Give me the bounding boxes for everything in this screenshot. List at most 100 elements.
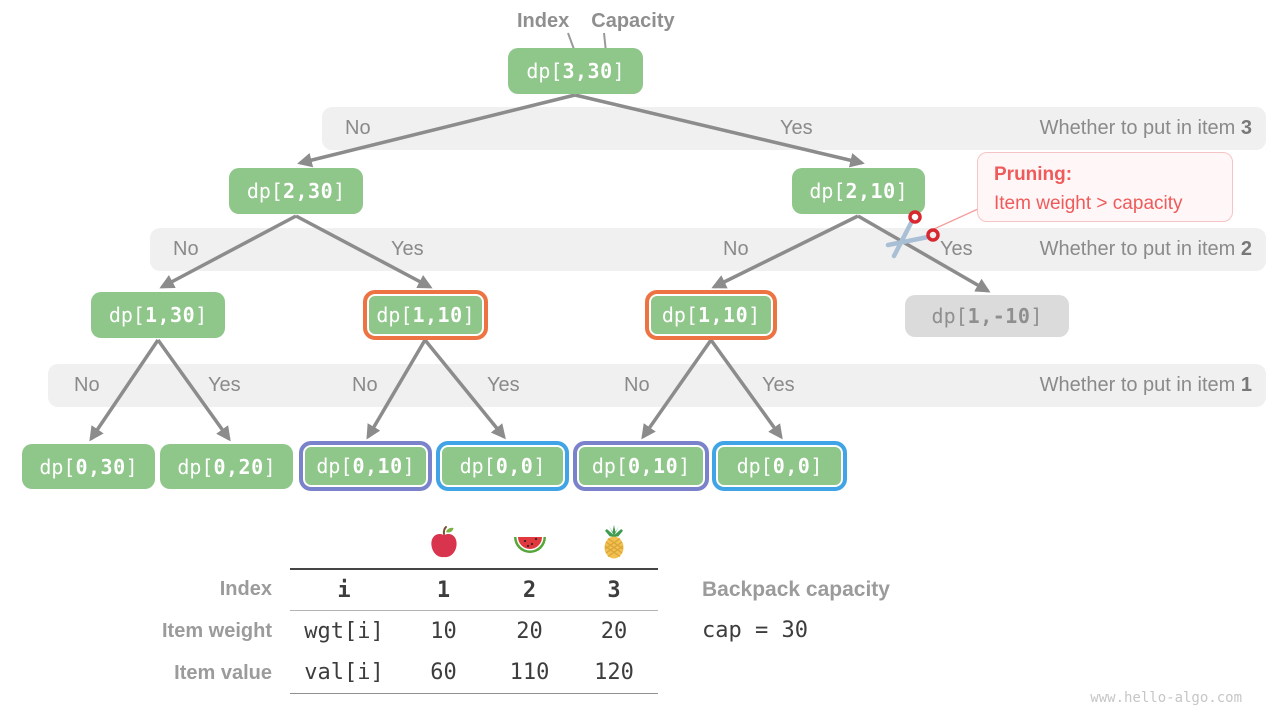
band-question-text: Whether to put in item <box>1039 374 1241 396</box>
node-text: ] <box>195 303 208 327</box>
node-args: 2,10 <box>845 179 896 203</box>
dp-node: dp[2,10] <box>792 168 925 214</box>
node-text: dp[ <box>39 454 76 479</box>
pruning-title: Pruning: <box>994 164 1072 185</box>
node-text: dp[ <box>591 454 628 478</box>
decision-label: Yes <box>391 238 424 260</box>
node-text: ] <box>402 454 415 478</box>
node-args: 2,30 <box>282 179 334 203</box>
dp-node: dp[1,30] <box>91 292 225 338</box>
node-args: 0,10 <box>627 454 679 478</box>
node-text: ] <box>895 179 908 203</box>
pineapple-icon <box>570 515 658 568</box>
node-args: 0,10 <box>352 454 403 478</box>
table-cell: 10 <box>398 610 489 652</box>
dp-node-highlight-purple: dp[0,10] <box>299 441 432 491</box>
backpack-capacity-note: Backpack capacity cap = 30 <box>702 578 890 643</box>
node-args: 0,0 <box>495 454 534 478</box>
node-text: ] <box>263 454 276 479</box>
table-cell: 1 <box>398 568 489 610</box>
table-cell: wgt[i] <box>290 610 398 652</box>
dp-node-highlight-orange: dp[1,10] <box>645 290 777 340</box>
decision-label: No <box>352 374 378 396</box>
band-question: Whether to put in item 1 <box>1040 364 1252 407</box>
dp-node-root: dp[3,30] <box>508 48 643 94</box>
table-cell: 60 <box>398 652 489 694</box>
table-cell: 3 <box>570 568 658 610</box>
node-text: ] <box>748 303 761 327</box>
pruning-detail: Item weight > capacity <box>994 192 1183 214</box>
dp-node: dp[0,30] <box>22 444 155 489</box>
node-text: ] <box>1030 304 1043 328</box>
capacity-title: Backpack capacity <box>702 578 890 601</box>
apple-icon <box>398 515 489 568</box>
node-text: dp[ <box>316 454 353 478</box>
decision-label: Yes <box>940 238 973 260</box>
band-question: Whether to put in item 2 <box>1040 228 1252 271</box>
node-text: dp[ <box>376 303 413 327</box>
items-table: Index i 1 2 3 Item weight wgt[i] 10 20 2… <box>122 515 658 694</box>
node-text: dp[ <box>736 454 773 478</box>
table-cell: 2 <box>489 568 570 610</box>
node-text: ] <box>125 454 138 479</box>
node-text: dp[ <box>177 454 214 479</box>
node-text: ] <box>462 303 475 327</box>
node-text: dp[ <box>931 304 968 328</box>
node-args: 1,10 <box>412 303 463 327</box>
decision-label: No <box>173 238 199 260</box>
dp-node-highlight-orange: dp[1,10] <box>363 290 488 340</box>
node-text: dp[ <box>526 59 563 83</box>
watermark: www.hello-algo.com <box>1090 690 1242 706</box>
table-cell: 120 <box>570 652 658 694</box>
decision-label: Yes <box>487 374 520 396</box>
table-cell: 20 <box>489 610 570 652</box>
pruning-callout: Pruning: Item weight > capacity <box>977 152 1233 222</box>
band-item-number: 2 <box>1240 238 1252 260</box>
node-args: 0,0 <box>772 454 811 478</box>
node-text: ] <box>678 454 691 478</box>
scissors-icon <box>885 210 940 259</box>
node-text: dp[ <box>246 179 283 203</box>
decision-label: No <box>74 374 100 396</box>
dp-node-invalid: dp[1,-10] <box>905 295 1069 337</box>
dp-node-highlight-purple: dp[0,10] <box>573 441 709 491</box>
table-corner <box>122 515 290 568</box>
node-args: 1,-10 <box>967 304 1031 328</box>
dp-node-highlight-blue: dp[0,0] <box>436 441 569 491</box>
band-item-number: 3 <box>1240 117 1252 139</box>
node-args: 0,30 <box>75 454 126 479</box>
decision-band-item-2: No Yes No Yes Whether to put in item 2 <box>150 228 1266 271</box>
node-text: dp[ <box>661 303 698 327</box>
node-text: dp[ <box>108 303 145 327</box>
row-label-index: Index <box>219 577 272 600</box>
node-text: ] <box>612 59 625 83</box>
dp-node: dp[0,20] <box>160 444 293 489</box>
node-args: 1,30 <box>144 303 196 327</box>
index-label: Index <box>517 10 570 32</box>
dp-node-highlight-blue: dp[0,0] <box>712 441 847 491</box>
decision-band-item-1: No Yes No Yes No Yes Whether to put in i… <box>48 364 1266 407</box>
decision-label: Yes <box>762 374 795 396</box>
row-label-item-weight: Item weight <box>161 619 272 642</box>
node-args: 3,30 <box>562 59 613 83</box>
decision-label: No <box>723 238 749 260</box>
node-text: ] <box>533 454 546 478</box>
node-args: 0,20 <box>213 454 264 479</box>
watermelon-icon <box>489 515 570 568</box>
capacity-label: Capacity <box>591 10 675 32</box>
pruning-title-text: Pruning <box>994 164 1066 185</box>
decision-label: No <box>345 117 371 139</box>
table-corner <box>290 515 398 568</box>
table-cell: 110 <box>489 652 570 694</box>
decision-band-item-3: No Yes Whether to put in item 3 <box>322 107 1266 150</box>
table-cell: i <box>290 568 398 610</box>
node-text: dp[ <box>459 454 496 478</box>
decision-label: No <box>624 374 650 396</box>
band-item-number: 1 <box>1240 374 1252 396</box>
capacity-code: cap = 30 <box>702 618 808 643</box>
node-text: ] <box>810 454 823 478</box>
band-question-text: Whether to put in item <box>1039 117 1241 139</box>
band-question-text: Whether to put in item <box>1039 238 1241 260</box>
table-cell: 20 <box>570 610 658 652</box>
dp-node: dp[2,30] <box>229 168 363 214</box>
